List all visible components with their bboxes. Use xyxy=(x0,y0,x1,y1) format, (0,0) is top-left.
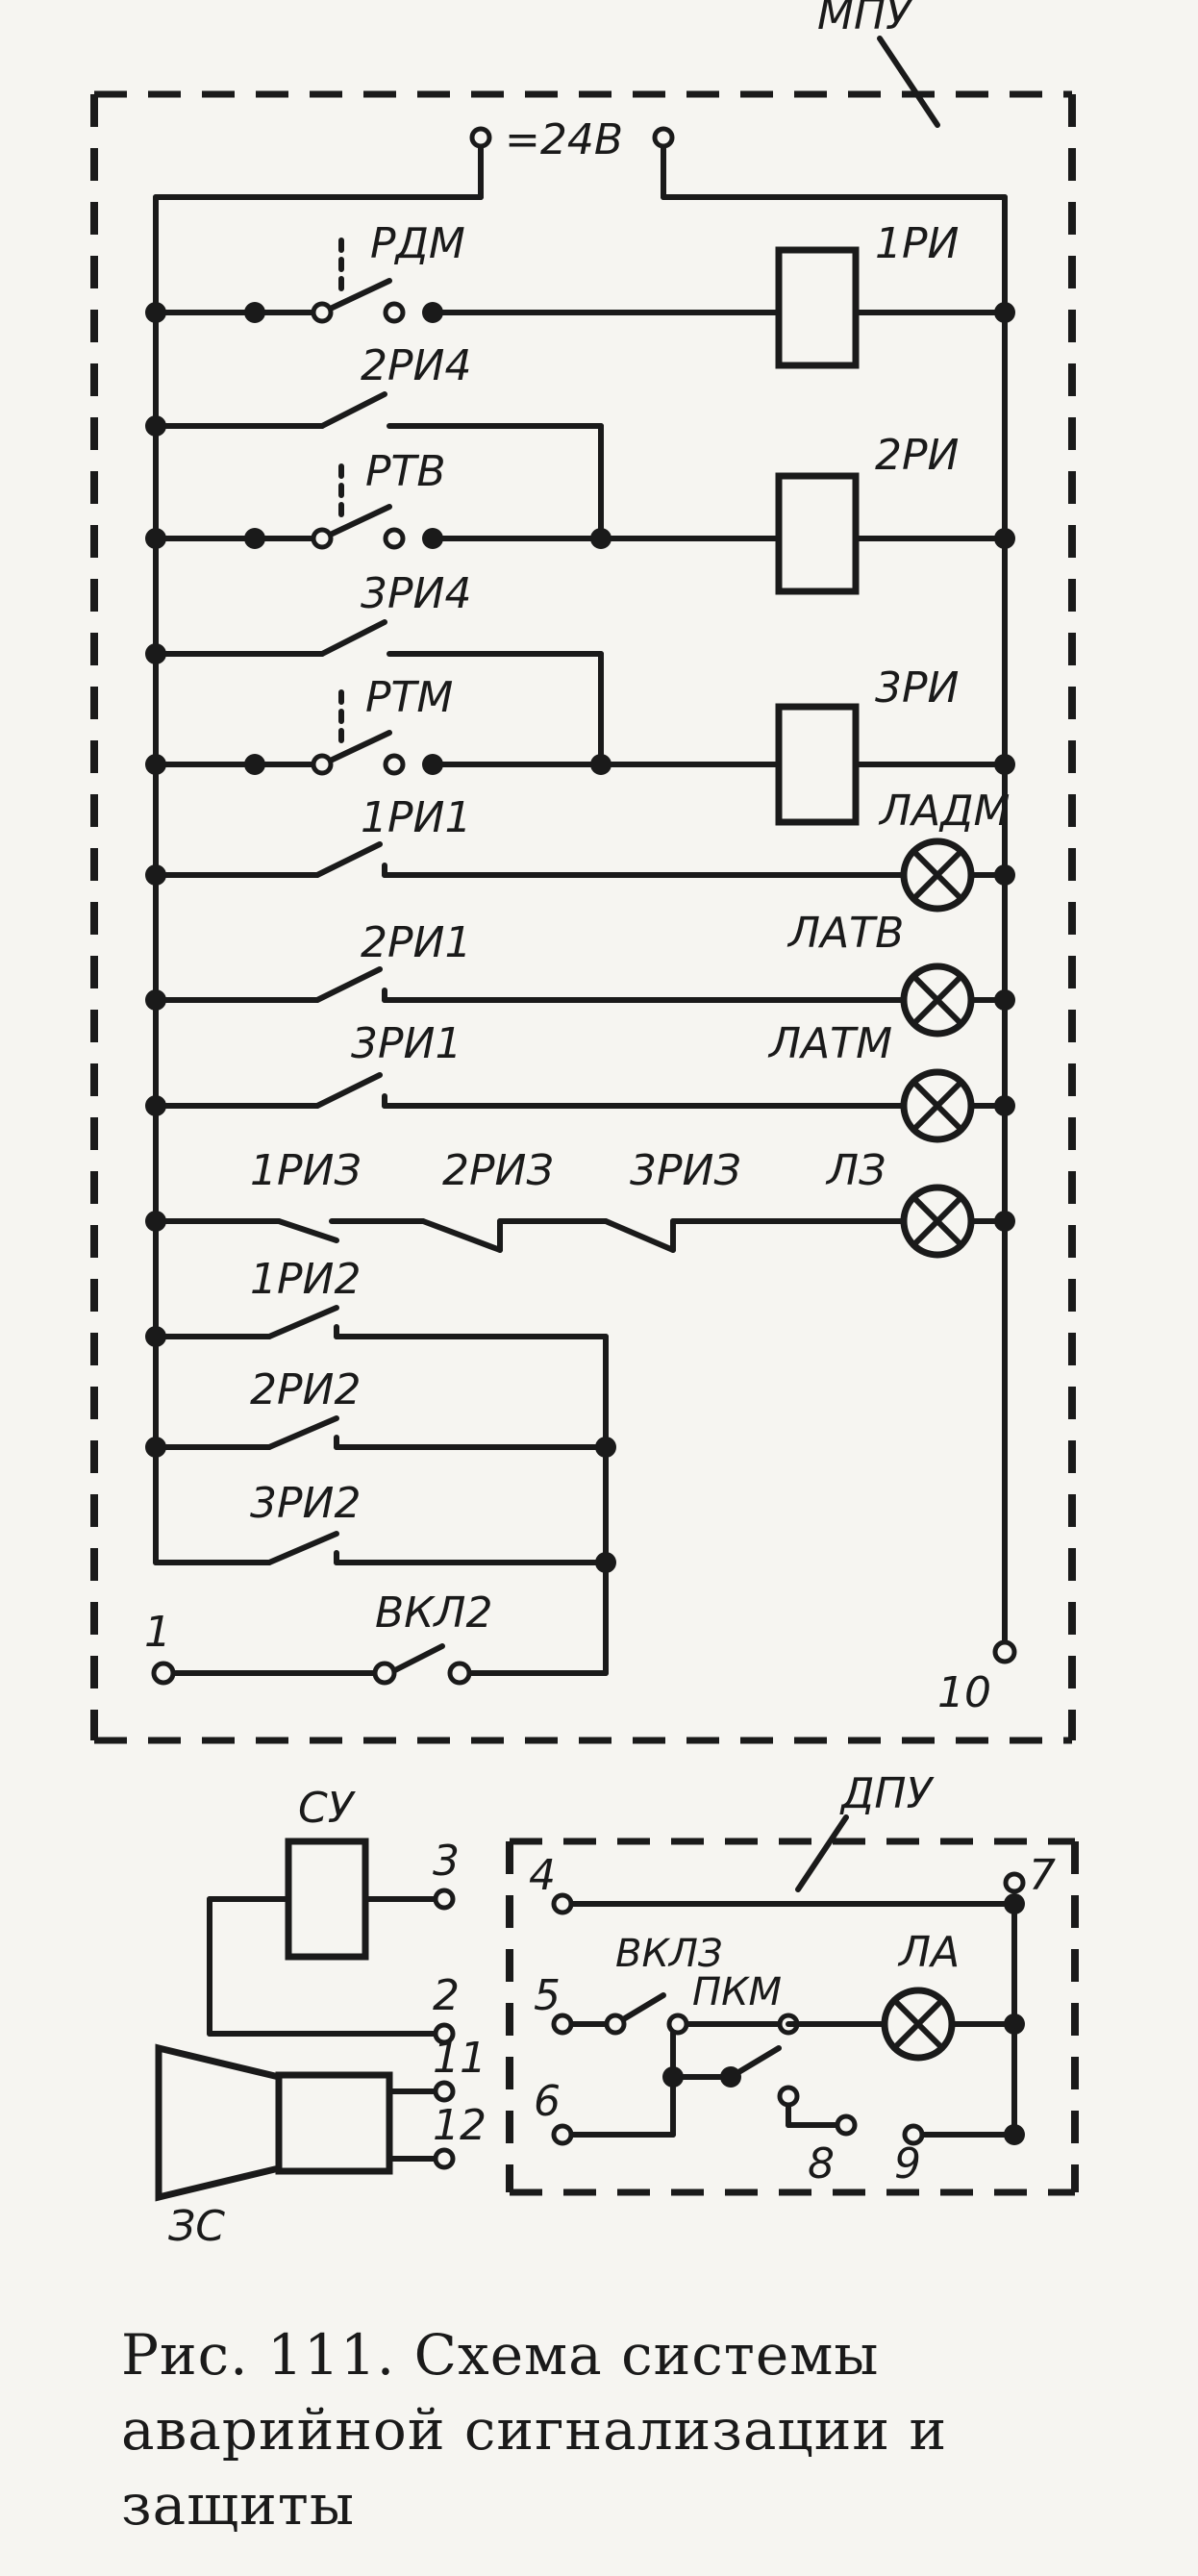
ri2-contacts: 1РИ2 2РИ2 3РИ2 xyxy=(145,1255,616,1676)
supply-terminals: =24В xyxy=(153,115,1008,200)
lamp-ladm-label: ЛАДМ xyxy=(878,787,1011,836)
zs-label: ЗС xyxy=(168,2202,225,2251)
relay-1ri-label: 1РИ xyxy=(875,219,959,268)
contact-2ri4-label: 2РИ4 xyxy=(361,341,471,390)
contact-3ri2-label: 3РИ2 xyxy=(250,1479,361,1528)
circuit-diagram: МПУ =24В РДМ 1РИ xyxy=(90,0,1079,2251)
contact-1ri3-label: 1РИЗ xyxy=(250,1146,362,1195)
terminal-6-label: 6 xyxy=(534,2077,561,2126)
switch-vkl2-label: ВКЛ2 xyxy=(375,1588,493,1638)
lamp-lz xyxy=(900,1184,975,1259)
row-ladm: 1РИ1 ЛАДМ xyxy=(145,787,1015,913)
terminal-1-label: 1 xyxy=(144,1608,171,1657)
relay-3ri xyxy=(775,703,860,826)
relay-1ri xyxy=(775,246,860,369)
contact-1ri2-label: 1РИ2 xyxy=(250,1255,361,1304)
row-vkl2: 1 ВКЛ2 10 xyxy=(144,1588,1017,1717)
row-lz: 1РИЗ 2РИЗ 3РИЗ ЛЗ xyxy=(145,1146,1015,1259)
lamp-la xyxy=(881,1987,956,2062)
row-rtv: 2РИ4 РТВ 2РИ xyxy=(145,341,1015,595)
switch-pkm-label: ПКМ xyxy=(692,1970,782,2014)
rtm-label: РТМ xyxy=(365,673,453,722)
row-latv: 2РИ1 ЛАТВ xyxy=(145,909,1015,1038)
lamp-la-label: ЛА xyxy=(897,1928,960,1977)
contact-2ri3-label: 2РИЗ xyxy=(442,1146,554,1195)
mpu-label: МПУ xyxy=(817,0,914,39)
contact-2ri1-label: 2РИ1 xyxy=(361,918,471,967)
supply-label: =24В xyxy=(505,115,623,164)
terminal-9-label: 9 xyxy=(894,2139,921,2188)
row-rtm: 3РИ4 РТМ 3РИ xyxy=(145,569,1015,826)
mpu-frame: МПУ xyxy=(90,0,1076,1744)
row-latm: 3РИ1 ЛАТМ xyxy=(145,1019,1015,1143)
dpu-block: ДПУ 4 7 5 ВКЛЗ ПКМ ЛА xyxy=(506,1769,1079,2196)
contact-3ri1-label: 3РИ1 xyxy=(351,1019,462,1068)
contact-3ri3-label: 3РИЗ xyxy=(630,1146,741,1195)
contact-1ri1-label: 1РИ1 xyxy=(361,793,471,842)
rtv-label: РТВ xyxy=(365,447,446,496)
lamp-latv-label: ЛАТВ xyxy=(786,909,904,958)
lamp-latm-label: ЛАТМ xyxy=(767,1019,892,1068)
switch-vkl3-label: ВКЛЗ xyxy=(615,1932,723,1976)
row-rdm: РДМ 1РИ xyxy=(145,219,1015,369)
horn-icon xyxy=(155,2043,283,2202)
rdm-label: РДМ xyxy=(370,219,465,268)
contact-3ri4-label: 3РИ4 xyxy=(361,569,471,618)
terminal-10-label: 10 xyxy=(937,1668,991,1717)
terminal-3-label: 3 xyxy=(433,1837,460,1886)
terminal-11-label: 11 xyxy=(433,2034,487,2083)
zs-unit xyxy=(275,2071,393,2175)
lamp-lz-label: ЛЗ xyxy=(825,1146,886,1195)
lamp-ladm xyxy=(900,838,975,913)
terminal-2-label: 2 xyxy=(433,1971,460,2020)
su-label: СУ xyxy=(298,1784,357,1833)
lamp-latm xyxy=(900,1068,975,1143)
terminal-12-label: 12 xyxy=(433,2101,487,2150)
contact-2ri2-label: 2РИ2 xyxy=(250,1365,361,1414)
zs-block: 11 12 ЗС xyxy=(155,2034,487,2251)
relay-2ri xyxy=(775,472,860,595)
relay-3ri-label: 3РИ xyxy=(875,663,959,713)
terminal-8-label: 8 xyxy=(808,2139,835,2188)
terminal-4-label: 4 xyxy=(529,1851,556,1900)
lamp-latv xyxy=(900,963,975,1038)
relay-2ri-label: 2РИ xyxy=(875,431,959,480)
su-block: СУ 3 2 xyxy=(207,1784,460,2045)
dpu-label: ДПУ xyxy=(839,1769,935,1818)
terminal-7-label: 7 xyxy=(1029,1851,1056,1900)
su-relay xyxy=(285,1838,369,1961)
terminal-5-label: 5 xyxy=(534,1971,561,2020)
figure-caption: Рис. 111. Схема системы аварийной сигнал… xyxy=(121,2322,948,2538)
